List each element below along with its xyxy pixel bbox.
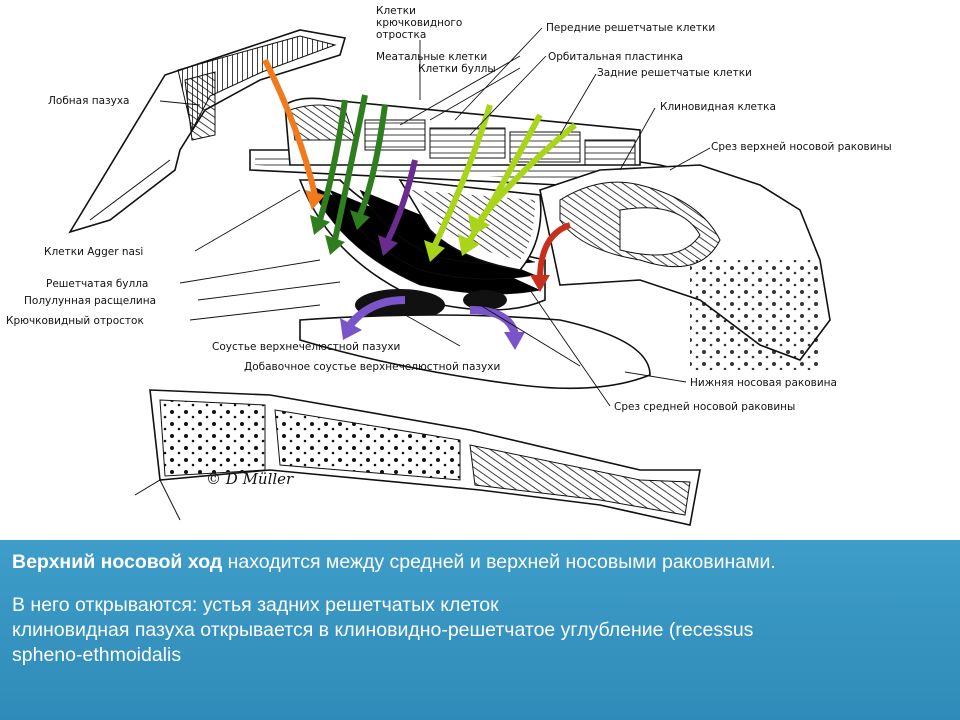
label-uncinate-cells-3: отростка	[376, 29, 426, 41]
label-uncinate-process: Крючковидный отросток	[6, 315, 144, 327]
label-superior-turbinate-cut: Срез верхней носовой раковины	[711, 141, 892, 153]
label-anterior-ethmoid: Передние решетчатые клетки	[546, 22, 715, 34]
artist-signature: © D Müller	[206, 470, 294, 488]
label-accessory-ostium: Добавочное соустье верхнечелюстной пазух…	[244, 361, 500, 373]
label-meatal-cells: Меатальные клетки	[376, 51, 487, 63]
label-orbital-plate: Орбитальная пластинка	[548, 51, 683, 63]
caption-line-3: клиновидная пазуха открывается в клинови…	[12, 619, 754, 641]
label-uncinate-cells-1: Клетки	[376, 5, 416, 17]
caption-bold-term: Верхний носовой ход	[12, 551, 223, 573]
label-posterior-ethmoid: Задние решетчатые клетки	[597, 67, 752, 79]
caption-line-2: В него открываются: устья задних решетча…	[12, 594, 499, 616]
caption-p1-rest: находится между средней и верхней носовы…	[222, 551, 776, 573]
inferior-turbinate-palate	[134, 314, 701, 526]
label-frontal-sinus: Лобная пазуха	[48, 95, 130, 107]
caption-panel: Верхний носовой ход находится между сред…	[0, 540, 960, 720]
label-uncinate-cells-2: крючковидного	[376, 17, 462, 29]
leader-lines	[159, 27, 711, 407]
labels: Клетки крючковидного отростка Передние р…	[6, 5, 892, 488]
anatomy-figure: Клетки крючковидного отростка Передние р…	[6, 5, 892, 526]
label-bulla-cells: Клетки буллы	[418, 63, 496, 75]
turbinates	[298, 179, 546, 321]
label-agger-nasi: Клетки Agger nasi	[44, 246, 143, 258]
label-semilunar-hiatus: Полулунная расщелина	[24, 295, 156, 307]
label-inferior-turbinate: Нижняя носовая раковина	[690, 377, 837, 389]
sphenoid-region	[539, 164, 831, 370]
label-middle-turbinate-cut: Срез средней носовой раковины	[614, 401, 795, 413]
caption-line-4: spheno-ethmoidalis	[12, 644, 182, 666]
label-ethmoid-bulla: Решетчатая булла	[46, 278, 148, 290]
nasal-cavity-diagram: Клетки крючковидного отростка Передние р…	[6, 5, 892, 526]
frontal-bone	[68, 29, 347, 234]
drainage-arrows	[262, 58, 577, 350]
label-maxillary-ostium: Соустье верхнечелюстной пазухи	[212, 341, 400, 353]
label-sphenoid-cell: Клиновидная клетка	[660, 101, 776, 113]
caption-paragraph-1: Верхний носовой ход находится между сред…	[12, 550, 948, 575]
